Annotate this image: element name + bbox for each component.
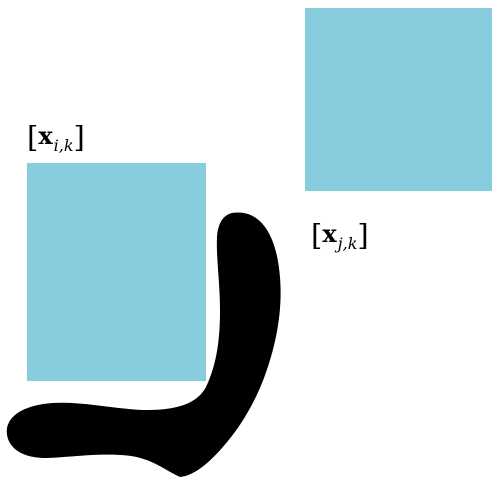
vector-label-i-k: [xi,k]: [27, 121, 85, 155]
vector-symbol: x: [322, 219, 337, 248]
close-bracket: ]: [357, 218, 369, 252]
close-bracket: ]: [73, 120, 85, 154]
feature-box-j-k: [305, 8, 492, 191]
open-bracket: [: [311, 218, 323, 252]
vector-subscript: j,k: [337, 234, 358, 253]
feature-box-i-k: [27, 163, 206, 381]
open-bracket: [: [27, 120, 39, 154]
vector-label-j-k: [xj,k]: [311, 219, 369, 253]
curved-stroke-path: [6, 212, 281, 478]
vector-symbol: x: [38, 121, 53, 150]
vector-subscript: i,k: [53, 136, 74, 155]
